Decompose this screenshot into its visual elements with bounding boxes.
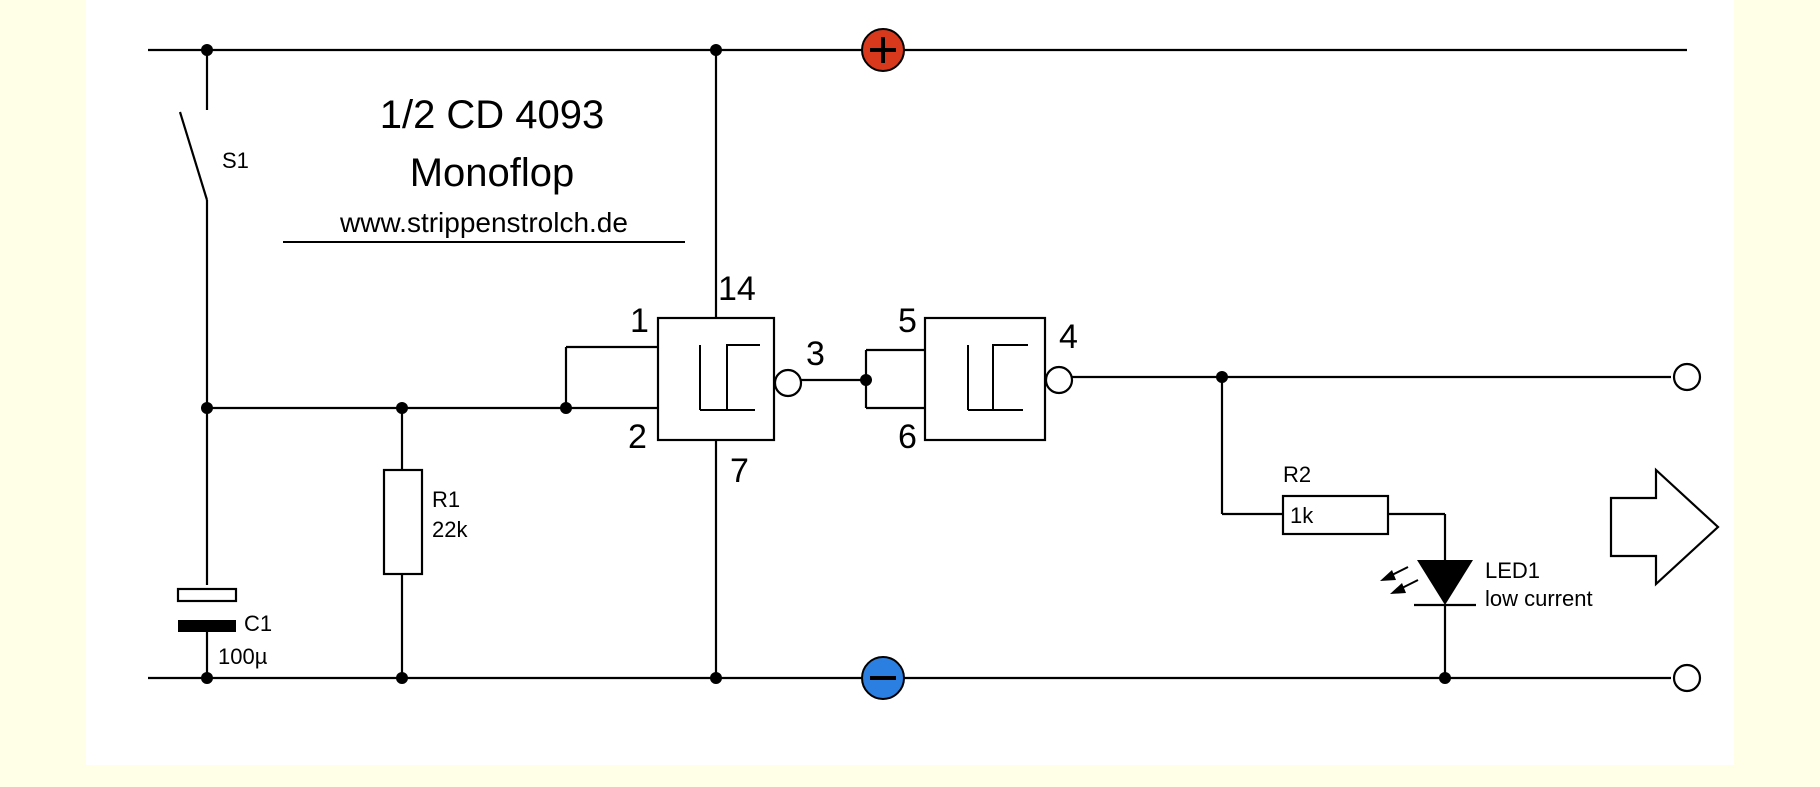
plus-terminal	[861, 28, 905, 72]
output-arrow	[1609, 467, 1720, 587]
output-terminal-top	[1672, 362, 1702, 392]
r1-ref-label: R1	[432, 487, 460, 512]
r2-value-label: 1k	[1290, 503, 1314, 528]
r2-ref-label: R2	[1283, 462, 1311, 487]
resistor-r1	[382, 408, 424, 678]
led-led1	[1380, 560, 1476, 678]
switch-label: S1	[222, 148, 249, 173]
pin-14-label: 14	[718, 270, 756, 308]
pin-4-label: 4	[1059, 318, 1078, 356]
pin-2-label: 2	[628, 418, 647, 456]
minus-terminal	[861, 656, 905, 700]
pin-3-label: 3	[806, 335, 825, 373]
led-ref-label: LED1	[1485, 558, 1540, 583]
c1-ref-label: C1	[244, 611, 272, 636]
title-url: www.strippenstrolch.de	[339, 207, 628, 238]
resistor-r2-branch	[1220, 377, 1447, 560]
pin-5-label: 5	[898, 302, 917, 340]
capacitor-c1	[176, 587, 238, 678]
title-line1: 1/2 CD 4093	[380, 93, 605, 137]
title-line2: Monoflop	[410, 151, 575, 195]
gate1-schmitt-nand	[656, 316, 803, 442]
led-note-label: low current	[1485, 586, 1593, 611]
pin-7-label: 7	[730, 452, 749, 490]
switch-s1	[178, 50, 209, 408]
drawing-panel	[86, 0, 1734, 765]
pin-6-label: 6	[898, 418, 917, 456]
output-terminal-bottom	[1672, 663, 1702, 693]
r1-value-label: 22k	[432, 517, 468, 542]
gate2-schmitt-nand	[923, 316, 1074, 442]
gate1-input-bridge	[564, 345, 658, 408]
pin-1-label: 1	[630, 302, 649, 340]
c1-value-label: 100µ	[218, 644, 268, 669]
junction-dots	[201, 44, 1451, 684]
